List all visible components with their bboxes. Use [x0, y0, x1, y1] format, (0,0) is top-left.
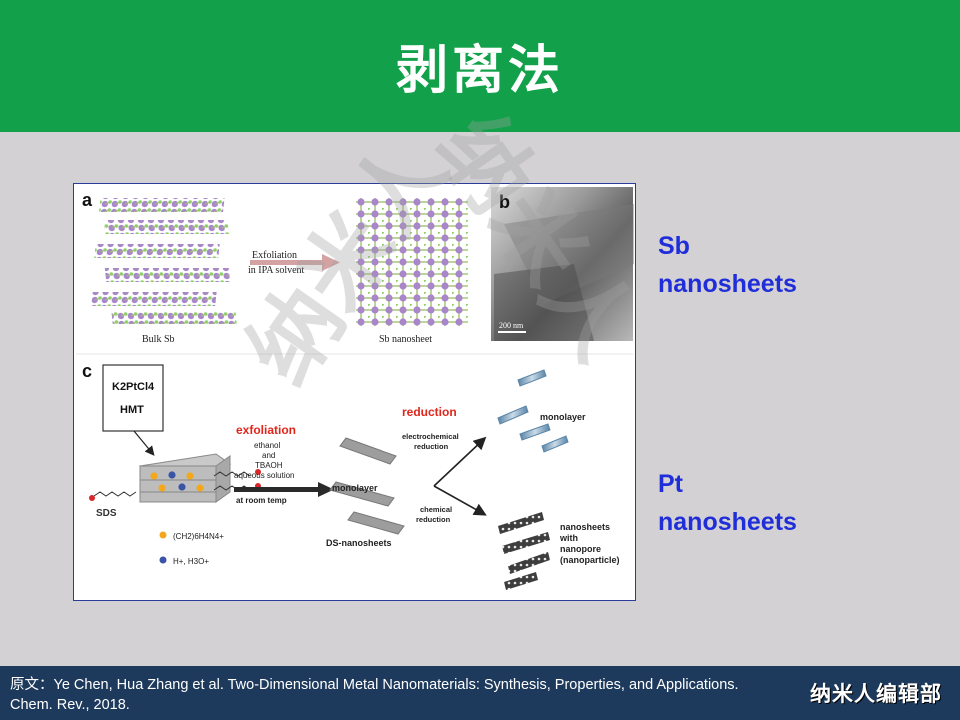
legend-hmt-label: (CH2)6H4N4+: [173, 532, 224, 541]
brand-logo: 纳米人编辑部: [810, 682, 942, 706]
exfoliation-arrow: [250, 254, 340, 271]
chemical-reduction-label: reduction: [416, 515, 451, 524]
legend-proton-label: H+, H3O+: [173, 557, 209, 566]
hmt-label: HMT: [120, 404, 144, 416]
footer-bar: 原文：Ye Chen, Hua Zhang et al. Two-Dimensi…: [0, 666, 960, 720]
panel-a-label: a: [82, 190, 93, 210]
pt-caption-line1: Pt: [658, 470, 683, 498]
legend-proton-marker: [159, 556, 167, 564]
solvent-and: and: [262, 451, 275, 460]
np-label-3: nanopore: [560, 544, 601, 554]
solvent-tbaoh: TBAOH: [255, 461, 283, 470]
panel-b-label: b: [499, 192, 510, 212]
reduction-arrows: [433, 436, 487, 516]
np-label-4: (nanoparticle): [560, 555, 620, 565]
precursor-label: K2PtCl4: [112, 381, 155, 393]
scale-bar-label: 200 nm: [499, 321, 524, 330]
precursor-box: [102, 364, 164, 432]
figure-panel: a Bulk Sb Exfoliation in IPA solvent Sb …: [73, 183, 636, 601]
solvent-ethanol: ethanol: [254, 441, 280, 450]
monolayer-sheets: [329, 437, 405, 535]
monolayer-mid-label: monolayer: [332, 483, 378, 493]
sb-nanosheet-structure: [356, 198, 468, 326]
citation-text: 原文：Ye Chen, Hua Zhang et al. Two-Dimensi…: [10, 677, 739, 713]
title-bar: 剥离法: [0, 0, 960, 132]
electrochemical-reduction-label: reduction: [414, 442, 449, 451]
layered-crystal: [89, 453, 261, 503]
slide-title: 剥离法: [395, 41, 564, 101]
sds-label: SDS: [96, 508, 117, 519]
sb-nanosheet-label: Sb nanosheet: [379, 334, 432, 345]
electrochemical-label: electrochemical: [402, 432, 459, 441]
pt-caption: Pt nanosheets: [658, 465, 938, 541]
sb-caption: Sb nanosheets: [658, 227, 938, 303]
exfoliation-arrow-c: [234, 482, 334, 497]
np-label-2: with: [559, 533, 578, 543]
chemical-label: chemical: [420, 505, 452, 514]
porous-nanosheets: [498, 512, 550, 590]
exfoliation-c-label: exfoliation: [236, 423, 296, 437]
legend-hmt-marker: [159, 531, 167, 539]
reduction-label: reduction: [402, 405, 457, 419]
np-label-1: nanosheets: [560, 522, 610, 532]
bulk-sb-label: Bulk Sb: [142, 334, 175, 345]
panel-c-label: c: [82, 361, 92, 381]
solvent-label: in IPA solvent: [248, 265, 305, 276]
bulk-sb-structure: [91, 198, 237, 324]
monolayer-top-label: monolayer: [540, 412, 586, 422]
exfoliation-label: Exfoliation: [252, 250, 297, 261]
pt-caption-line2: nanosheets: [658, 508, 797, 536]
solvent-aqueous: aqueous solution: [234, 471, 295, 480]
ds-nanosheets-label: DS-nanosheets: [326, 538, 392, 548]
sb-caption-line2: nanosheets: [658, 270, 797, 298]
room-temp-label: at room temp: [236, 496, 287, 505]
figure-graphic: a Bulk Sb Exfoliation in IPA solvent Sb …: [76, 187, 634, 590]
pt-monolayer-ribbons: [497, 369, 569, 453]
sb-caption-line1: Sb: [658, 232, 690, 260]
